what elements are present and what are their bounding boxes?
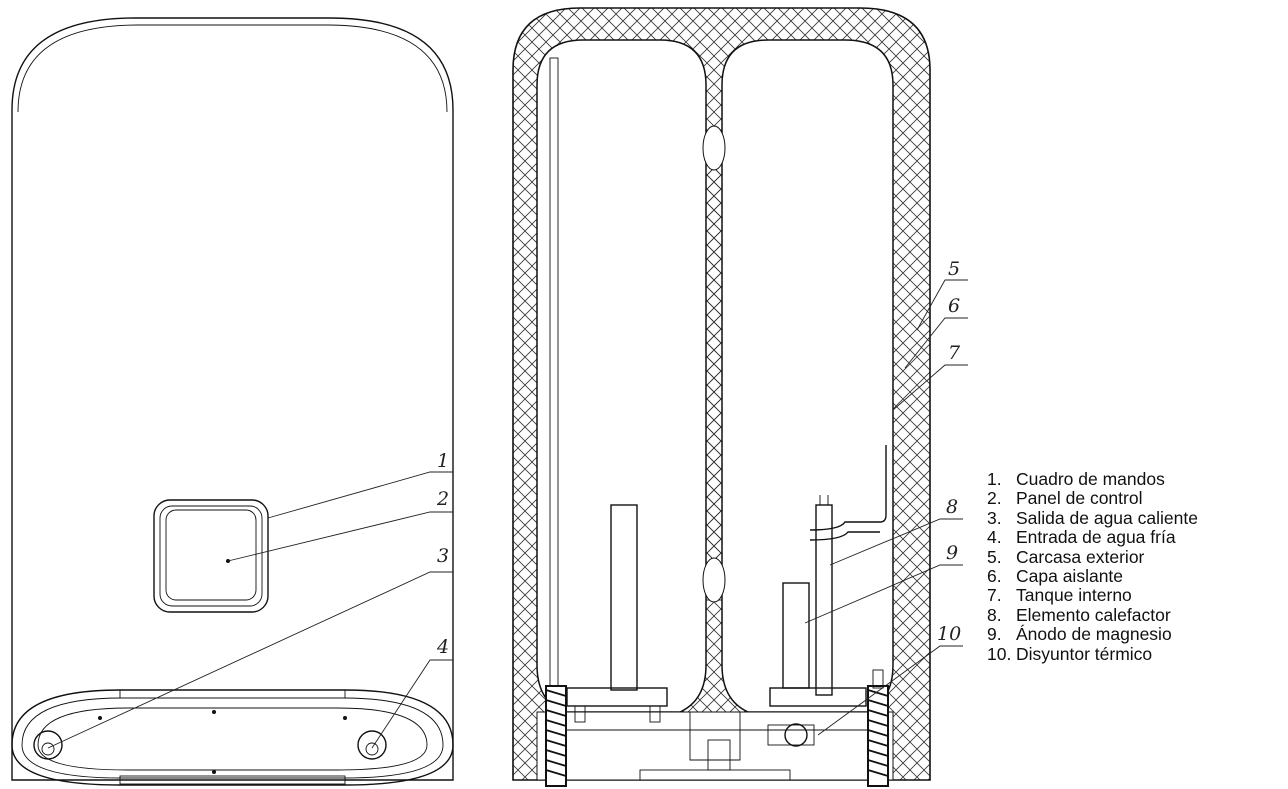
- anode-left: [610, 504, 638, 691]
- legend-number: 6.: [987, 566, 1002, 587]
- callout-6: 6: [948, 295, 960, 317]
- legend-item: 9. Ánodo de magnesio: [987, 624, 1287, 645]
- thermal-cutout: [784, 723, 808, 747]
- legend-label: Tanque interno: [1016, 585, 1132, 606]
- heating-element: [815, 504, 833, 696]
- legend-number: 1.: [987, 469, 1002, 489]
- legend-number: 5.: [987, 546, 1002, 567]
- legend-item: 8. Elemento calefactor: [987, 604, 1287, 625]
- legend-item: 6. Capa aislante: [987, 566, 1287, 587]
- inner-tank-right: [721, 39, 894, 713]
- callout-10: 10: [937, 623, 961, 645]
- callout-8: 8: [946, 496, 958, 518]
- legend-number: 10.: [987, 643, 1012, 664]
- legend-number: 9.: [987, 624, 1002, 645]
- legend-label: Carcasa exterior: [1016, 546, 1145, 567]
- front-casing: [11, 17, 454, 781]
- legend-label: Salida de agua caliente: [1016, 507, 1198, 528]
- legend-label: Capa aislante: [1016, 566, 1124, 587]
- legend-label: Elemento calefactor: [1016, 604, 1171, 625]
- legend-number: 7.: [987, 585, 1002, 606]
- callout-9: 9: [946, 542, 958, 564]
- legend-item: 3. Salida de agua caliente: [987, 507, 1287, 528]
- parts-legend: 1. Cuadro de mandos 2. Panel de control 3.…: [987, 469, 1287, 664]
- leader-lines: [47, 279, 968, 749]
- callout-2: 2: [436, 488, 449, 510]
- legend-item: 7. Tanque interno: [987, 585, 1287, 606]
- front-view: [11, 17, 454, 786]
- control-box: [153, 499, 269, 613]
- callout-3: 3: [437, 545, 449, 567]
- callout-1: 1: [437, 450, 449, 472]
- legend-label: Panel de control: [1016, 488, 1143, 509]
- legend-label: Disyuntor térmico: [1016, 643, 1153, 664]
- legend-item: 1. Cuadro de mandos: [987, 469, 1287, 489]
- legend-item: 4. Entrada de agua fría: [987, 527, 1287, 548]
- legend-number: 8.: [987, 604, 1002, 625]
- callout-7: 7: [948, 342, 961, 364]
- hot-water-outlet: [33, 730, 63, 760]
- legend-number: 4.: [987, 527, 1002, 548]
- legend-label: Entrada de agua fría: [1016, 527, 1176, 548]
- legend-label: Cuadro de mandos: [1016, 469, 1165, 489]
- callout-4: 4: [436, 636, 449, 658]
- cold-water-inlet: [357, 730, 387, 760]
- legend-number: 2.: [987, 488, 1002, 509]
- inner-tank-left: [536, 39, 707, 713]
- callout-labels: 1 2 3 4 5 6 7 8 9 10: [436, 258, 961, 658]
- callout-5: 5: [948, 258, 960, 280]
- legend-item: 5. Carcasa exterior: [987, 546, 1287, 567]
- legend-label: Ánodo de magnesio: [1016, 624, 1172, 645]
- bottom-plate: [11, 689, 454, 786]
- control-panel: [165, 509, 257, 601]
- section-view: [512, 7, 931, 787]
- legend-number: 3.: [987, 507, 1002, 528]
- legend-item: 10.Disyuntor térmico: [987, 643, 1287, 664]
- legend-item: 2. Panel de control: [987, 488, 1287, 509]
